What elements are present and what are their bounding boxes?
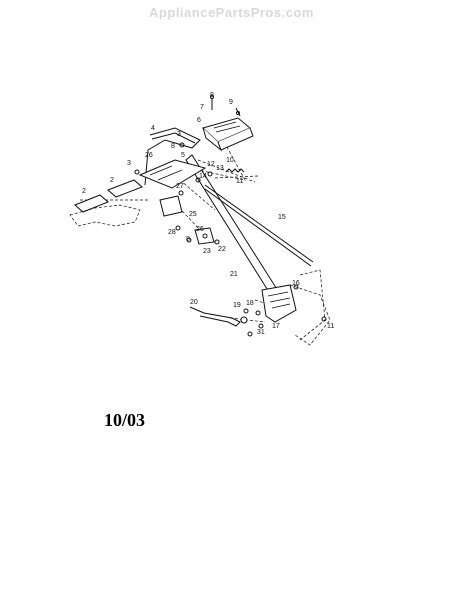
callout-19: 19	[233, 302, 241, 309]
callout-8c: 8	[186, 236, 190, 243]
callout-31: 31	[257, 329, 265, 336]
callout-13: 13	[216, 165, 224, 172]
callout-4: 4	[151, 125, 155, 132]
callout-23: 23	[203, 248, 211, 255]
callout-22: 22	[218, 246, 226, 253]
callout-3b: 3	[127, 160, 131, 167]
callout-17: 17	[272, 323, 280, 330]
grip-right	[107, 179, 143, 198]
callout-12: 12	[207, 161, 215, 168]
callout-11b: 11	[327, 323, 334, 330]
callout-18: 18	[246, 300, 254, 307]
callout-25: 25	[189, 211, 197, 218]
callout-2a: 2	[82, 188, 86, 195]
callout-8a: 8	[210, 92, 214, 99]
callout-26a: 26	[145, 152, 153, 159]
callout-28: 28	[168, 229, 176, 236]
callout-14: 14	[199, 173, 207, 180]
callout-8b: 8	[171, 143, 175, 150]
watermark-text: AppliancePartsPros.com	[149, 5, 314, 20]
callout-2b: 2	[110, 177, 114, 184]
callout-15: 15	[278, 214, 286, 221]
callout-11a: 11	[236, 178, 243, 185]
grip-left	[74, 194, 109, 213]
callout-5: 5	[181, 152, 185, 159]
callout-6: 6	[197, 117, 201, 124]
lever	[189, 306, 241, 327]
callout-3a: 3	[177, 131, 181, 138]
control-rod	[204, 184, 314, 263]
callout-16: 16	[292, 280, 300, 287]
spring	[225, 168, 245, 173]
handle-bar	[144, 127, 201, 186]
callout-10: 10	[226, 157, 234, 164]
callout-21: 21	[230, 271, 238, 278]
shift-bracket	[261, 284, 297, 323]
date-code: 10/03	[104, 410, 146, 430]
callout-26b: 26	[196, 226, 204, 233]
callout-20: 20	[190, 299, 198, 306]
callout-27: 27	[176, 183, 184, 190]
callout-9: 9	[229, 99, 233, 106]
callout-7: 7	[200, 104, 204, 111]
